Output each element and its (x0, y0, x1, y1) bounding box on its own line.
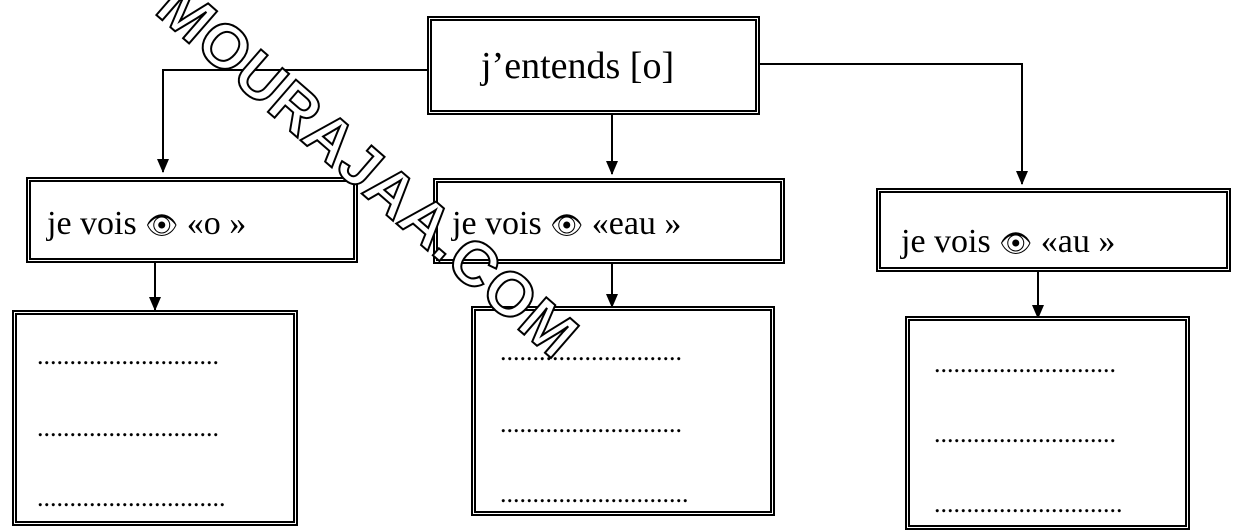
answer-line: ............................ (500, 409, 682, 438)
answer-line: ............................. (37, 483, 226, 512)
eye-icon: 👁 (550, 211, 584, 240)
answer-line: ............................ (37, 341, 219, 370)
connector-root-right (760, 63, 1028, 185)
answer-line: ............................. (934, 489, 1123, 518)
answer-line: ............................ (37, 413, 219, 442)
branch-label-o: je vois 👁 «o » (47, 205, 247, 242)
answer-line: ............................. (500, 479, 689, 508)
answer-line: ............................ (500, 337, 682, 366)
answer-line: ............................ (934, 419, 1116, 448)
branch-box-eau: je vois 👁 «eau » (433, 178, 785, 264)
branch-box-au: je vois 👁 «au » (876, 188, 1231, 272)
eye-icon: 👁 (999, 229, 1033, 258)
answer-box-o: ............................ ...........… (12, 310, 298, 526)
answer-box-eau: ............................ ...........… (471, 306, 775, 516)
answer-line: ............................ (934, 349, 1116, 378)
connector-root-left (157, 69, 428, 173)
answer-box-au: ............................ ...........… (905, 316, 1190, 530)
root-box: j’entends [o] (427, 16, 760, 115)
branch-box-o: je vois 👁 «o » (26, 177, 358, 263)
root-label: j’entends [o] (481, 45, 675, 87)
branch-label-au: je vois 👁 «au » (901, 223, 1116, 260)
eye-icon: 👁 (145, 211, 179, 240)
branch-label-eau: je vois 👁 «eau » (452, 205, 682, 242)
